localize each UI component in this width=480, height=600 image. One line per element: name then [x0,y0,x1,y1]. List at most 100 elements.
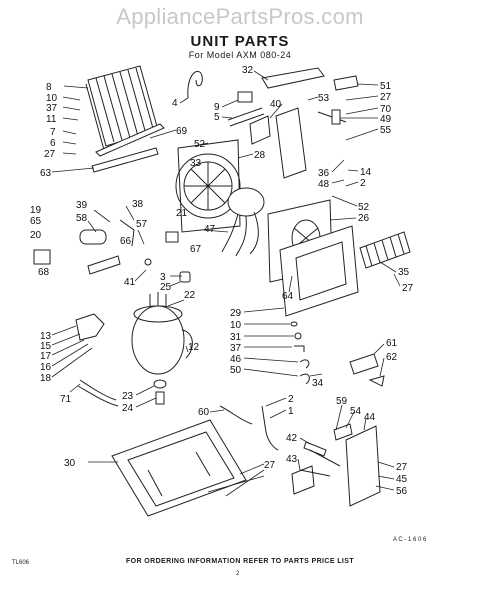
callout-label: 55 [380,125,392,136]
callout-label: 26 [358,213,370,224]
callout-label: 38 [132,199,144,210]
callout-label: 54 [350,406,362,417]
callout-label: 34 [312,378,324,389]
callout-label: 5 [214,112,220,123]
callout-label: 27 [264,460,276,471]
callout-label: 40 [270,99,282,110]
callout-label: 43 [286,454,298,465]
mounting-strips-part [91,123,165,173]
callout-label: 61 [386,338,398,349]
bracket-parts [227,91,271,145]
callout-label: 51 [380,81,392,92]
callout-label: 36 [318,168,330,179]
front-frame-part [279,225,359,317]
callout-label: 18 [40,373,52,384]
callout-label: 59 [336,396,348,407]
callout-label: 68 [38,267,50,278]
callout-label: 56 [396,486,408,497]
callout-numbers: 8 10 37 11 7 6 27 63 4 69 52 9 5 40 32 5… [30,65,414,497]
diagram-code: A C - 1 6 0 6 [393,537,427,543]
callout-label: 15 [40,341,52,352]
callout-label: 28 [254,150,266,161]
watermark: AppliancePartsPros.com [116,4,364,29]
callout-label: 23 [122,391,134,402]
callout-label: 10 [230,320,242,331]
callout-label: 27 [402,283,414,294]
callout-label: 7 [50,127,56,138]
grommet-parts [153,379,167,405]
top-panel-part [261,67,359,125]
wiring-harness-part [75,313,119,407]
fitting-parts [144,258,191,283]
callout-label: 71 [60,394,72,405]
callout-label: 53 [318,93,330,104]
callout-label: 29 [230,308,242,319]
callout-label: 52 [358,202,370,213]
capacitor-part [33,219,135,275]
callout-label: 1 [288,406,294,417]
callout-label: 17 [40,351,52,362]
callout-label: 25 [160,282,172,293]
callout-label: 57 [136,219,148,230]
model-label: For Model AXM 080-24 [188,50,292,60]
callout-label: 12 [188,342,200,353]
callout-label: 67 [190,244,202,255]
spring-clip-part [187,71,203,99]
callout-label: 20 [30,230,42,241]
callout-label: 58 [76,213,88,224]
heater-element-part [349,353,385,387]
callout-label: 52 [194,139,206,150]
callout-label: 32 [242,65,254,76]
callout-label: 11 [46,114,57,125]
callout-label: 2 [288,394,294,405]
callout-label: 50 [230,365,242,376]
callout-label: 4 [172,98,178,109]
control-box-part [291,423,381,507]
callout-label: 14 [360,167,372,178]
callout-label: 46 [230,354,242,365]
base-pan-part [111,419,247,517]
callout-label: 21 [176,208,188,219]
condenser-coil-part [85,65,159,151]
callout-label: 8 [46,82,52,93]
fan-motor-part [165,187,265,257]
lead-wires-part [219,405,279,451]
callout-label: 13 [40,331,52,342]
callout-label: 44 [364,412,376,423]
callout-label: 42 [286,433,298,444]
callout-label: 19 [30,205,42,216]
callout-label: 27 [44,149,56,160]
reference-code: TL606 [12,560,30,566]
evaporator-coil-part [359,231,411,269]
callout-label: 27 [380,92,392,103]
callout-label: 6 [50,138,56,149]
callout-label: 62 [386,352,398,363]
callout-label: 33 [190,158,202,169]
ordering-footer: FOR ORDERING INFORMATION REFER TO PARTS … [125,558,355,565]
callout-label: 45 [396,474,408,485]
callout-label: 27 [396,462,408,473]
callout-label: 64 [282,291,294,302]
page-mark: 2 [236,571,240,577]
callout-label: 41 [124,277,136,288]
callout-label: 24 [122,403,134,414]
callout-label: 37 [46,103,58,114]
callout-label: 39 [76,200,88,211]
small-hardware-parts [290,321,310,385]
callout-label: 66 [120,236,132,247]
callout-label: 65 [30,216,42,227]
callout-label: 22 [184,290,196,301]
callout-label: 69 [176,126,188,137]
callout-label: 63 [40,168,52,179]
callout-label: 3 [160,272,166,283]
callout-label: 9 [214,102,220,113]
callout-label: 49 [380,114,392,125]
callout-label: 37 [230,343,242,354]
callout-label: 30 [64,458,76,469]
callout-label: 48 [318,179,330,190]
callout-label: 16 [40,362,52,373]
divider-bracket-part [275,107,307,179]
callout-label: 31 [230,332,242,343]
callout-label: 2 [360,178,366,189]
